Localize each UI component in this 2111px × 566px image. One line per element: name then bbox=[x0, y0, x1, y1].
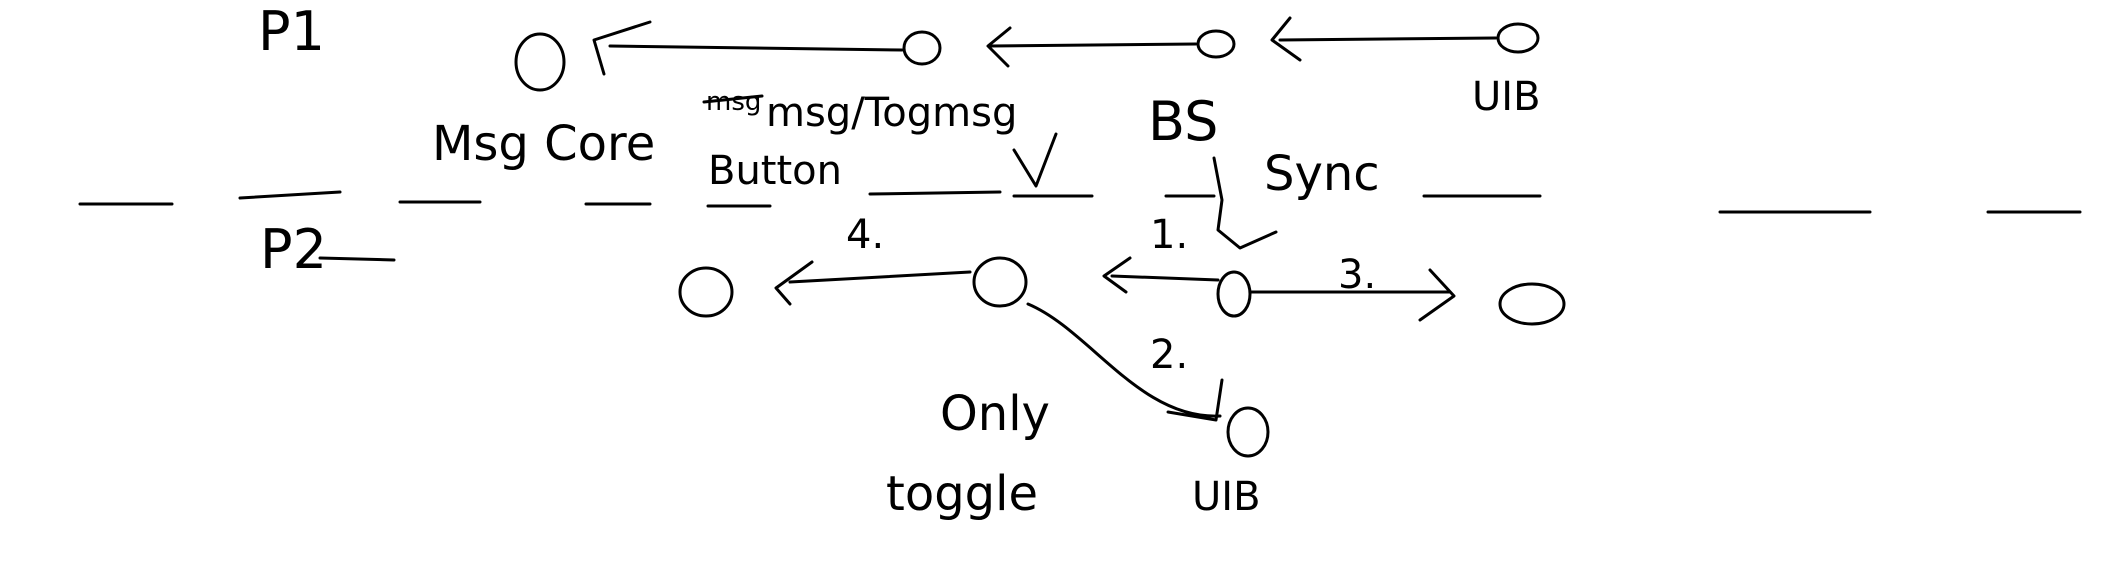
label-step3: 3. bbox=[1338, 252, 1376, 298]
arrow-step2 bbox=[1026, 302, 1224, 422]
dash-6 bbox=[868, 190, 1002, 196]
check-mark bbox=[1012, 132, 1058, 188]
p2-node-uib bbox=[1226, 406, 1270, 458]
label-uib-bottom: UIB bbox=[1192, 474, 1261, 520]
label-step1: 1. bbox=[1150, 212, 1188, 258]
label-sync: Sync bbox=[1264, 146, 1380, 202]
label-step4: 4. bbox=[846, 212, 884, 258]
label-only: Only bbox=[940, 386, 1050, 442]
label-uib-top: UIB bbox=[1472, 74, 1541, 120]
label-p1: P1 bbox=[258, 0, 325, 63]
p2-underline bbox=[318, 256, 396, 262]
arrow-uib-to-bs bbox=[1270, 16, 1498, 62]
strike-through bbox=[702, 94, 764, 104]
p1-node-2 bbox=[902, 30, 942, 66]
label-msg-core: Msg Core bbox=[432, 116, 655, 172]
arrow-bs-to-node2 bbox=[986, 26, 1198, 68]
label-bs: BS bbox=[1148, 90, 1218, 153]
label-p2: P2 bbox=[260, 218, 327, 281]
p1-node-uib bbox=[1496, 22, 1540, 54]
p2-node-right bbox=[1498, 282, 1566, 326]
arrow-step1 bbox=[1102, 256, 1220, 294]
label-button: Button bbox=[708, 148, 842, 194]
label-toggle: toggle bbox=[886, 466, 1038, 522]
p1-chain bbox=[514, 16, 1540, 92]
arrow-step4 bbox=[774, 260, 972, 306]
label-step2: 2. bbox=[1150, 332, 1188, 378]
arrow-step3 bbox=[1248, 268, 1456, 322]
divider-dashes bbox=[78, 190, 2082, 214]
p2-node-2 bbox=[972, 256, 1028, 308]
bs-bracket bbox=[1212, 156, 1278, 250]
p1-node-3 bbox=[1196, 29, 1236, 59]
label-msg-togmsg: msg/Togmsg bbox=[766, 90, 1017, 136]
dash-2 bbox=[238, 190, 342, 200]
arrow-node2-to-node1 bbox=[592, 20, 904, 76]
p2-chain bbox=[678, 256, 1566, 458]
p2-node-1 bbox=[678, 266, 734, 318]
p1-node-1 bbox=[514, 32, 566, 92]
p2-node-bs bbox=[1216, 270, 1252, 318]
